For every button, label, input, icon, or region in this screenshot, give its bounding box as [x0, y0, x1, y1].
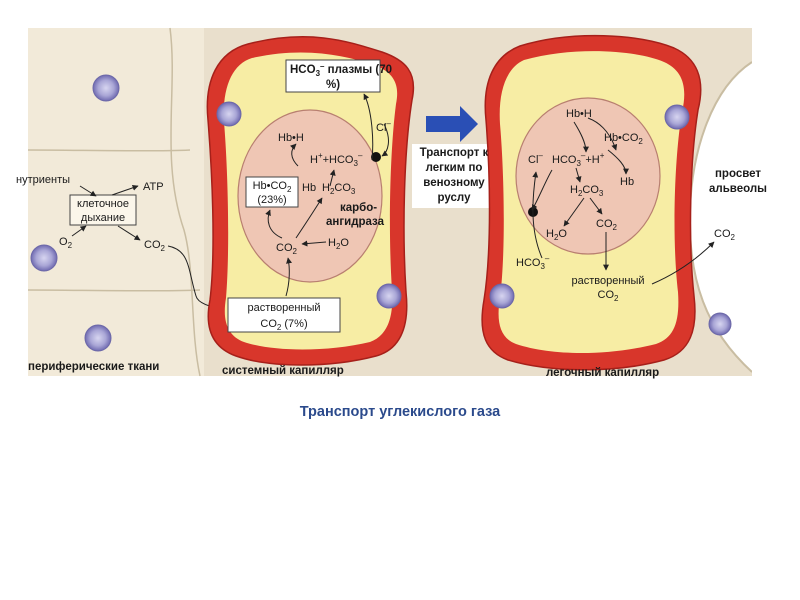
arrow [301, 240, 327, 247]
transport-label: руслу [438, 192, 472, 204]
peripheral-tissue: нутриенты клеточное дыхание ATP O2 CO2 п… [16, 27, 229, 377]
cell-respiration-label: дыхание [81, 212, 125, 224]
alveolar-cell-nucleus [708, 312, 732, 336]
anion-exchanger [371, 152, 381, 162]
chloride-label: Cl– [376, 119, 391, 134]
co2-label: CO2 [276, 242, 298, 256]
dissolved-co2-label: CO2 [598, 289, 620, 303]
co2-label: CO2 [144, 239, 166, 253]
arrow [117, 225, 141, 241]
nutrients-label: нутриенты [16, 174, 70, 186]
water-label: H2O [328, 237, 349, 251]
arrow [575, 167, 582, 183]
arrow [285, 257, 292, 297]
alveolus: просвет альвеолы CO2 [688, 28, 800, 376]
red-blood-cell [515, 97, 661, 255]
carbonic-acid-label: H2CO3 [570, 184, 604, 198]
cell-nucleus [30, 244, 58, 272]
alveolus-co2-label: CO2 [714, 228, 736, 242]
cell-border [27, 149, 191, 152]
arrow [651, 241, 715, 285]
endothelial-nucleus [376, 283, 402, 309]
endothelial-nucleus [216, 101, 242, 127]
pulmonary-capillary-label: легочный капилляр [546, 367, 659, 379]
hbh-label: Hb•H [278, 132, 304, 144]
cell-respiration-label: клеточное [77, 198, 129, 210]
dissolved-co2-label: растворенный [571, 275, 644, 287]
alveolus-lumen-label: альвеолы [709, 183, 767, 195]
arrow [71, 225, 87, 237]
bicarbonate-hydrogen-label: HCO3–+H+ [552, 151, 605, 168]
arrow [381, 123, 389, 157]
plasma-bicarbonate-label: HCO3– [516, 254, 550, 271]
alveolus-lumen-label: просвет [715, 168, 761, 180]
figure-caption: Транспорт углекислого газа [299, 404, 501, 420]
arrow [79, 185, 97, 197]
hbco2-label: Hb•CO2 [604, 132, 643, 146]
dissolved-co2-label: CO2 (7%) [260, 318, 307, 332]
arrow [290, 143, 299, 167]
endothelial-nucleus [664, 104, 690, 130]
transport-label: легким по [426, 162, 483, 174]
transport-label: венозному [423, 177, 485, 189]
arrow [329, 169, 336, 187]
dissolved-co2-label: растворенный [247, 302, 320, 314]
arrow [265, 209, 283, 239]
peripheral-tissue-label: периферические ткани [28, 361, 159, 373]
hydrogen-bicarbonate-label: H++HCO3– [310, 151, 363, 168]
hb-label: Hb [302, 182, 316, 194]
plasma-bicarbonate-label: HCO3– плазмы (70 [290, 62, 392, 78]
arrow [573, 121, 589, 153]
endothelial-nucleus [489, 283, 515, 309]
hbco2-label: Hb•CO2 [253, 180, 292, 194]
plasma-bicarbonate-label: %) [326, 79, 340, 91]
cell-nucleus [92, 74, 120, 102]
plasma-bicarbonate-box [285, 59, 381, 93]
red-blood-cell [237, 109, 383, 283]
arrow [531, 169, 553, 211]
o2-label: O2 [59, 236, 73, 250]
water-label: H2O [546, 228, 567, 242]
co2-label: CO2 [596, 218, 618, 232]
atp-label: ATP [143, 181, 164, 193]
arrow [607, 149, 629, 175]
systemic-capillary: HCO3– плазмы (70 %) Cl– Hb•H H++HCO3– Hb… [206, 35, 415, 377]
transport-label: Транспорт к [420, 147, 489, 159]
arrow [589, 197, 603, 215]
cell-respiration-box [69, 194, 137, 226]
dissolved-co2-box [227, 297, 341, 333]
transport-text-backdrop [412, 144, 496, 208]
arrow [563, 197, 585, 227]
hbco2-box [245, 176, 299, 208]
carbonic-acid-label: H2CO3 [322, 182, 356, 196]
arrow [111, 184, 139, 196]
cell-border [27, 289, 201, 292]
cell-nucleus [84, 324, 112, 352]
arrow [363, 93, 374, 161]
carbonic-anhydrase-label: ангидраза [326, 216, 385, 228]
pulmonary-capillary: Hb•H Hb•CO2 Cl– HCO3–+H+ Hb H2CO3 H2O CO… [481, 34, 715, 379]
cell-border [169, 27, 201, 377]
systemic-capillary-label: системный капилляр [222, 365, 344, 377]
arrow [532, 171, 543, 259]
arrow [587, 117, 618, 151]
hb-label: Hb [620, 176, 634, 188]
arrow [295, 197, 323, 239]
carbonic-anhydrase-label: карбо- [340, 202, 377, 214]
venous-transport: Транспорт к легким по венозному руслу [412, 106, 496, 208]
hbh-label: Hb•H [566, 108, 592, 120]
transport-arrow-icon [426, 106, 478, 142]
chloride-label: Cl– [528, 151, 543, 166]
hbco2-percent: (23%) [257, 194, 286, 206]
